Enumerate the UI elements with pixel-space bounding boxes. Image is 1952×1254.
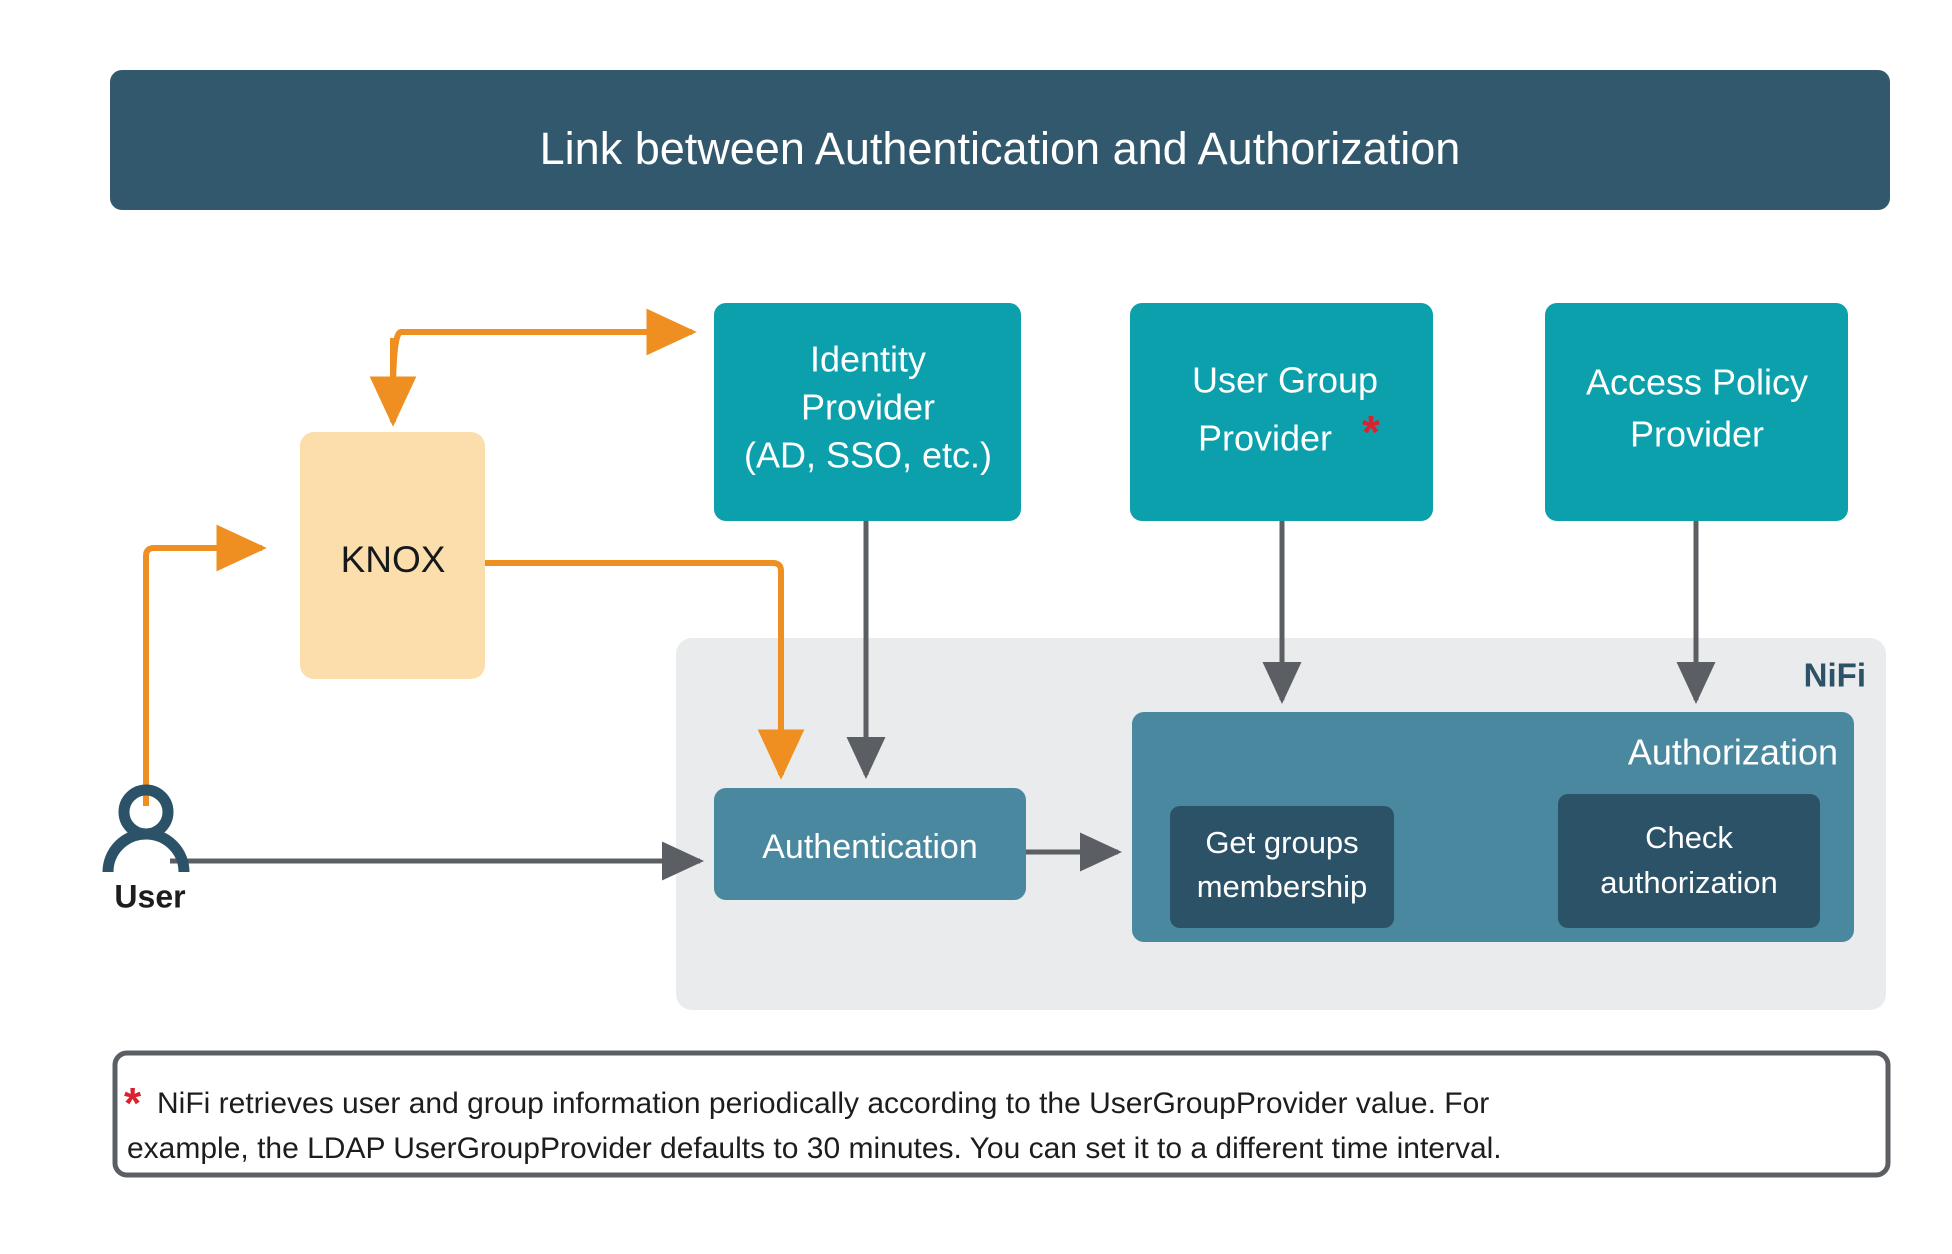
title-banner: Link between Authentication and Authoriz… <box>110 70 1890 210</box>
authentication-label: Authentication <box>762 828 978 866</box>
user-group-provider-line-2: Provider <box>1198 418 1332 459</box>
nifi-container-label: NiFi <box>1804 657 1866 694</box>
node-knox[interactable]: KNOX <box>300 432 485 679</box>
footnote-marker: * <box>124 1079 142 1128</box>
node-identity-provider[interactable]: Identity Provider (AD, SSO, etc.) <box>714 303 1021 521</box>
node-user-group-provider[interactable]: User Group Provider * <box>1130 303 1433 521</box>
user-group-provider-line-1: User Group <box>1192 360 1378 401</box>
gray-connectors <box>170 521 1716 886</box>
identity-provider-line-1: Identity <box>810 339 926 380</box>
get-groups-membership-line-2: membership <box>1197 869 1368 904</box>
footnote-box: * NiFi retrieves user and group informat… <box>112 1050 1891 1178</box>
user-label: User <box>114 878 185 914</box>
user-avatar-icon: User <box>102 784 190 914</box>
node-check-authorization[interactable]: Check authorization <box>1558 794 1820 928</box>
identity-provider-line-2: Provider <box>801 387 935 428</box>
access-policy-provider-line-1: Access Policy <box>1586 362 1808 403</box>
user-group-provider-footnote-marker: * <box>1362 406 1380 458</box>
edge-knox-to-authentication <box>485 560 805 780</box>
page-title: Link between Authentication and Authoriz… <box>540 123 1461 174</box>
check-authorization-line-1: Check <box>1645 820 1733 855</box>
edge-knox-to-identity-provider <box>390 308 697 399</box>
footnote-line-2: example, the LDAP UserGroupProvider defa… <box>127 1132 1502 1165</box>
node-authorization[interactable]: Authorization Get groups membership Chec… <box>1132 712 1854 942</box>
authorization-label: Authorization <box>1628 732 1838 773</box>
identity-provider-line-3: (AD, SSO, etc.) <box>744 435 992 476</box>
node-get-groups-membership[interactable]: Get groups membership <box>1170 806 1394 928</box>
node-authentication[interactable]: Authentication <box>714 788 1026 900</box>
node-access-policy-provider[interactable]: Access Policy Provider <box>1545 303 1848 521</box>
footnote-line-1: NiFi retrieves user and group informatio… <box>157 1087 1489 1120</box>
orange-connectors <box>143 308 805 806</box>
get-groups-membership-line-1: Get groups <box>1205 825 1358 860</box>
check-authorization-line-2: authorization <box>1600 865 1778 900</box>
knox-label: KNOX <box>341 539 446 580</box>
access-policy-provider-line-2: Provider <box>1630 414 1764 455</box>
edge-user-to-knox <box>143 524 267 806</box>
